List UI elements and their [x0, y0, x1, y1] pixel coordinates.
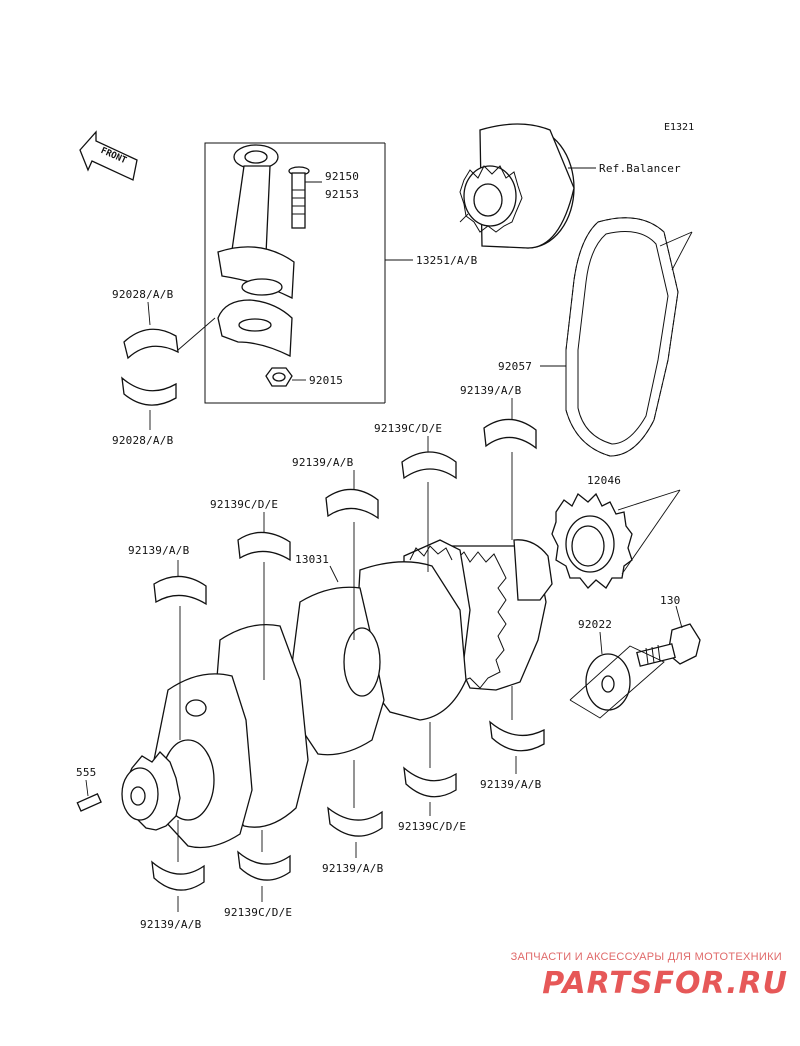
conrod-nut: [265, 367, 306, 387]
watermark-logo: PARTSFOR.RU: [542, 966, 788, 1001]
crankshaft: [121, 539, 553, 849]
main-bearing-b2: [237, 512, 291, 680]
label-92028-bottom: 92028/A/B: [112, 434, 174, 447]
main-bearing-b4: [401, 436, 457, 572]
label-b3: 92139/A/B: [292, 456, 354, 469]
main-bearing-b6: [489, 686, 545, 774]
label-92153: 92153: [325, 188, 359, 201]
label-b8: 92139/A/B: [322, 862, 384, 875]
leader-13031: [329, 565, 339, 583]
label-12046: 12046: [587, 474, 621, 487]
balancer-gear: [459, 123, 596, 249]
label-130: 130: [660, 594, 680, 607]
connecting-rod: [217, 144, 295, 358]
main-bearing-b5: [483, 398, 537, 540]
crank-gear-12046: [551, 489, 681, 589]
main-bearing-b9: [237, 830, 291, 902]
front-arrow-icon: FRONT: [79, 130, 138, 181]
conrod-bearing-lower: [121, 376, 177, 430]
conrod-bolt: [288, 166, 322, 229]
dowel-pin-555: [76, 779, 102, 812]
main-bearing-b7: [403, 722, 457, 816]
label-92028-top: 92028/A/B: [112, 288, 174, 301]
bolt-130: [636, 605, 701, 667]
label-b2: 92139C/D/E: [210, 498, 278, 511]
washer-92022: [569, 631, 665, 719]
label-555: 555: [76, 766, 96, 779]
connecting-rod-group-box: [204, 142, 413, 404]
label-b6: 92139/A/B: [480, 778, 542, 791]
main-bearing-b3: [325, 470, 379, 640]
main-bearing-b10: [151, 820, 205, 912]
label-92015: 92015: [309, 374, 343, 387]
label-92022: 92022: [578, 618, 612, 631]
label-b7: 92139C/D/E: [398, 820, 466, 833]
label-b10: 92139/A/B: [140, 918, 202, 931]
label-b1: 92139/A/B: [128, 544, 190, 557]
label-b4: 92139C/D/E: [374, 422, 442, 435]
label-13251: 13251/A/B: [416, 254, 478, 267]
label-13031: 13031: [295, 553, 329, 566]
main-bearing-b1: [153, 560, 207, 740]
main-bearing-b8: [327, 760, 383, 858]
label-b9: 92139C/D/E: [224, 906, 292, 919]
diagram-code: E1321: [664, 122, 694, 133]
conrod-bearing-upper: [123, 301, 216, 360]
balancer-chain: [540, 217, 693, 457]
label-ref-balancer: Ref.Balancer: [599, 162, 681, 175]
label-b5: 92139/A/B: [460, 384, 522, 397]
label-92150: 92150: [325, 170, 359, 183]
label-92057: 92057: [498, 360, 532, 373]
watermark-tagline: ЗАПЧАСТИ И АКСЕССУАРЫ ДЛЯ МОТОТЕХНИКИ: [510, 951, 782, 963]
